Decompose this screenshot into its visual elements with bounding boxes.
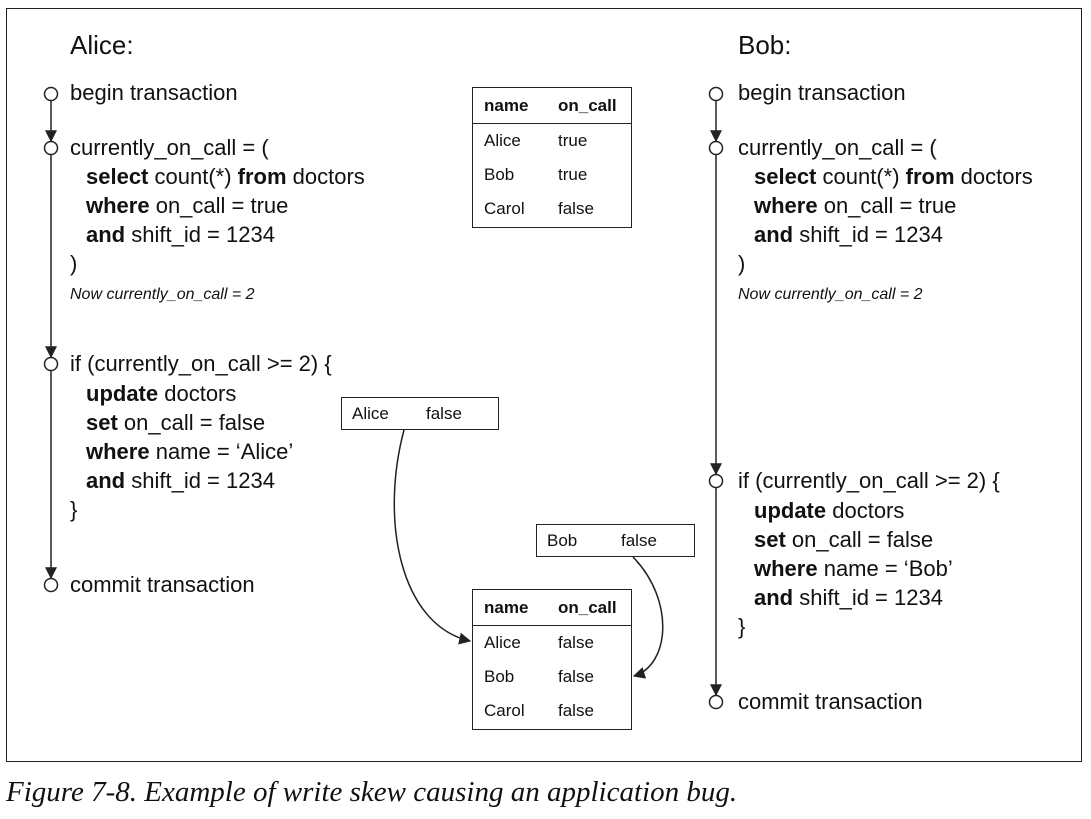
- header-on-call: on_call: [558, 96, 617, 115]
- bob-write-box: Bob false: [536, 524, 695, 557]
- alice-set-line: set on_call = false: [86, 410, 266, 435]
- alice-write-box: Alice false: [341, 397, 499, 430]
- bob-set-line: set on_call = false: [754, 527, 934, 552]
- table-row: Alice false: [473, 627, 631, 661]
- bob-update-line: update doctors: [754, 498, 905, 523]
- cell-name: Carol: [484, 701, 525, 720]
- alice-label: Alice:: [70, 30, 134, 60]
- alice-where-line: where on_call = true: [86, 193, 289, 218]
- write-name: Bob: [547, 531, 578, 550]
- cell-name: Alice: [484, 131, 521, 150]
- alice-timeline: [43, 86, 59, 593]
- bob-query-close: ): [738, 251, 746, 276]
- bob-commit: commit transaction: [738, 689, 923, 714]
- bob-select-line: select count(*) from doctors: [754, 164, 1033, 189]
- bob-note: Now currently_on_call = 2: [738, 286, 923, 303]
- alice-shift-line: and shift_id = 1234: [86, 468, 275, 493]
- table-header: name on_call: [473, 88, 631, 124]
- bob-where-line: where on_call = true: [754, 193, 957, 218]
- cell-on-call: false: [558, 633, 594, 652]
- doctors-table-after: name on_call Alice false Bob false Carol…: [472, 589, 632, 730]
- cell-on-call: false: [558, 199, 594, 218]
- bob-where-name-line: where name = ‘Bob’: [754, 556, 953, 581]
- alice-query-open: currently_on_call = (: [70, 135, 269, 160]
- doctors-table-before: name on_call Alice true Bob true Carol f…: [472, 87, 632, 228]
- bob-begin: begin transaction: [738, 80, 906, 105]
- table-row: Bob false: [473, 661, 631, 695]
- table-row: Bob true: [473, 159, 631, 193]
- cell-on-call: false: [558, 667, 594, 686]
- cell-name: Bob: [484, 667, 515, 686]
- alice-brace-close: }: [70, 497, 78, 522]
- alice-write-arrow: [393, 429, 472, 645]
- diagram-frame: [6, 8, 1082, 762]
- header-on-call: on_call: [558, 598, 617, 617]
- alice-update-line: update doctors: [86, 381, 237, 406]
- write-value: false: [426, 404, 462, 423]
- bob-query-open: currently_on_call = (: [738, 135, 937, 160]
- bob-write-arrow: [632, 556, 664, 679]
- write-name: Alice: [352, 404, 389, 423]
- cell-on-call: true: [558, 131, 588, 150]
- bob-brace-close: }: [738, 614, 746, 639]
- bob-if-line: if (currently_on_call >= 2) {: [738, 468, 1000, 493]
- alice-and-line: and shift_id = 1234: [86, 222, 275, 247]
- cell-name: Bob: [484, 165, 515, 184]
- table-row: Alice true: [473, 125, 631, 159]
- alice-query-close: ): [70, 251, 78, 276]
- header-name: name: [484, 96, 529, 115]
- cell-name: Alice: [484, 633, 521, 652]
- bob-shift-line: and shift_id = 1234: [754, 585, 943, 610]
- table-row: Carol false: [473, 695, 631, 729]
- cell-name: Carol: [484, 199, 525, 218]
- table-header: name on_call: [473, 590, 631, 626]
- header-name: name: [484, 598, 529, 617]
- alice-begin: begin transaction: [70, 80, 238, 105]
- figure-caption: Figure 7-8. Example of write skew causin…: [6, 776, 738, 808]
- alice-select-line: select count(*) from doctors: [86, 164, 365, 189]
- bob-and-line: and shift_id = 1234: [754, 222, 943, 247]
- bob-timeline: [708, 86, 724, 710]
- alice-commit: commit transaction: [70, 572, 255, 597]
- cell-on-call: false: [558, 701, 594, 720]
- alice-note: Now currently_on_call = 2: [70, 286, 255, 303]
- cell-on-call: true: [558, 165, 588, 184]
- alice-if-line: if (currently_on_call >= 2) {: [70, 351, 332, 376]
- write-value: false: [621, 531, 657, 550]
- bob-label: Bob:: [738, 30, 792, 60]
- alice-where-name-line: where name = ‘Alice’: [86, 439, 294, 464]
- table-row: Carol false: [473, 193, 631, 227]
